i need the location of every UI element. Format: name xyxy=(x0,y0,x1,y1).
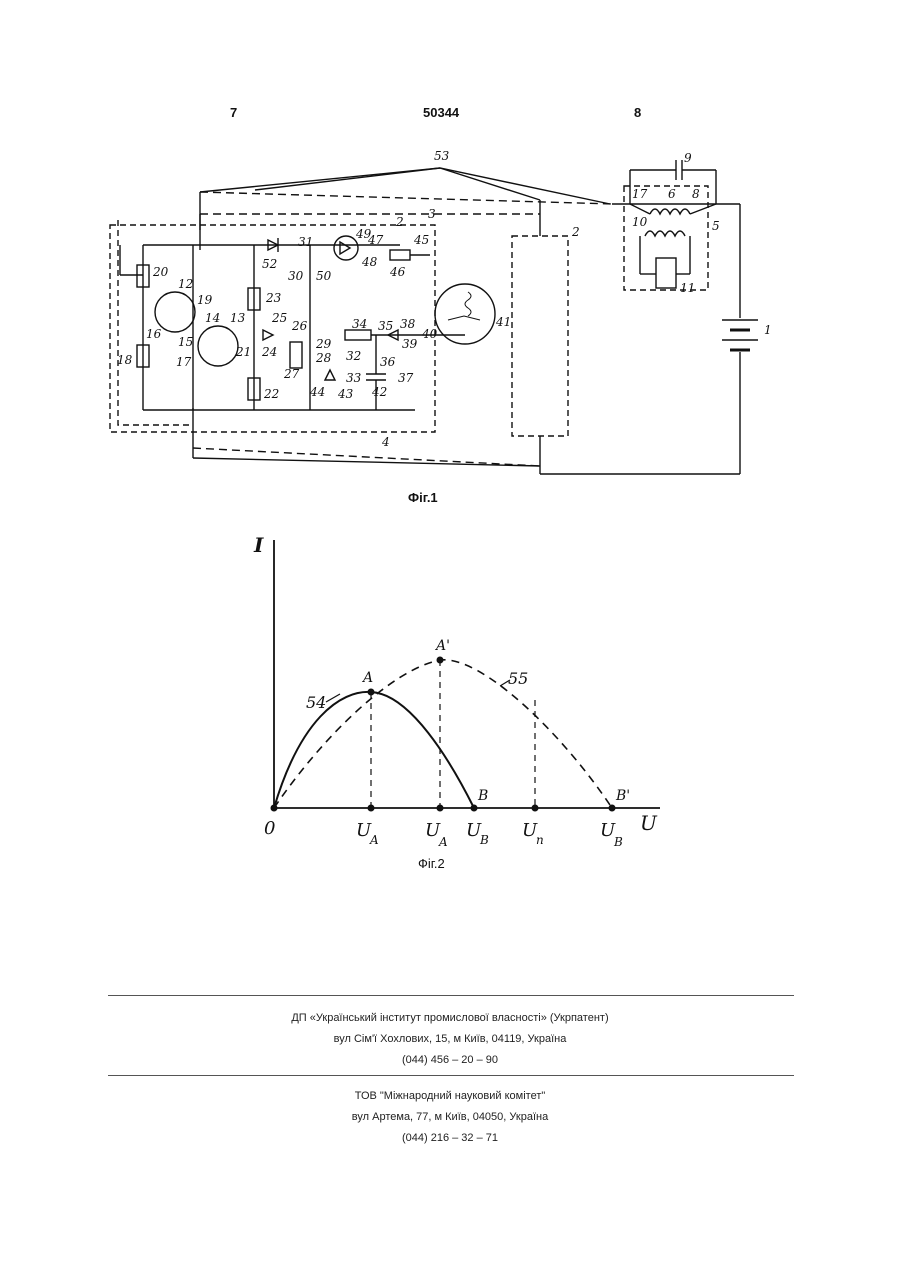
tick-UA-prime-sub: A xyxy=(438,835,448,849)
figure-2-iv-plot: I U 0 54 55 A A' B B' U A U A U B U п U … xyxy=(0,0,900,900)
curve-55-label: 55 xyxy=(508,669,528,688)
tick-Un-sub: п xyxy=(536,833,544,847)
point-B-prime-label: B' xyxy=(615,788,630,804)
point-A-label: A xyxy=(361,670,373,686)
footer-address-1: вул Сім'ї Хохлових, 15, м Київ, 04119, У… xyxy=(0,1033,900,1045)
point-A-prime-label: A' xyxy=(434,638,450,654)
tick-UB-prime-sub: B xyxy=(613,835,623,849)
tick-UA-sub: A xyxy=(369,833,379,847)
curve-54-label: 54 xyxy=(306,693,326,712)
footer-org-1: ДП «Український інститут промислової вла… xyxy=(0,1012,900,1024)
curve-55-dashed xyxy=(274,660,612,808)
footer-divider-top xyxy=(108,995,794,996)
footer-address-2: вул Артема, 77, м Київ, 04050, Україна xyxy=(0,1111,900,1123)
footer-divider-middle xyxy=(108,1075,794,1076)
y-axis-label: I xyxy=(253,533,264,557)
footer-phone-2: (044) 216 – 32 – 71 xyxy=(0,1132,900,1144)
figure-2-caption: Фіг.2 xyxy=(418,856,445,871)
origin-label: 0 xyxy=(264,818,275,839)
x-axis-label: U xyxy=(640,811,658,835)
curve-54-solid xyxy=(274,692,474,808)
footer-org-2: ТОВ "Міжнародний науковий комітет" xyxy=(0,1090,900,1102)
footer-phone-1: (044) 456 – 20 – 90 xyxy=(0,1054,900,1066)
tick-UB-sub: B xyxy=(479,833,489,847)
point-B-label: B xyxy=(477,788,488,804)
